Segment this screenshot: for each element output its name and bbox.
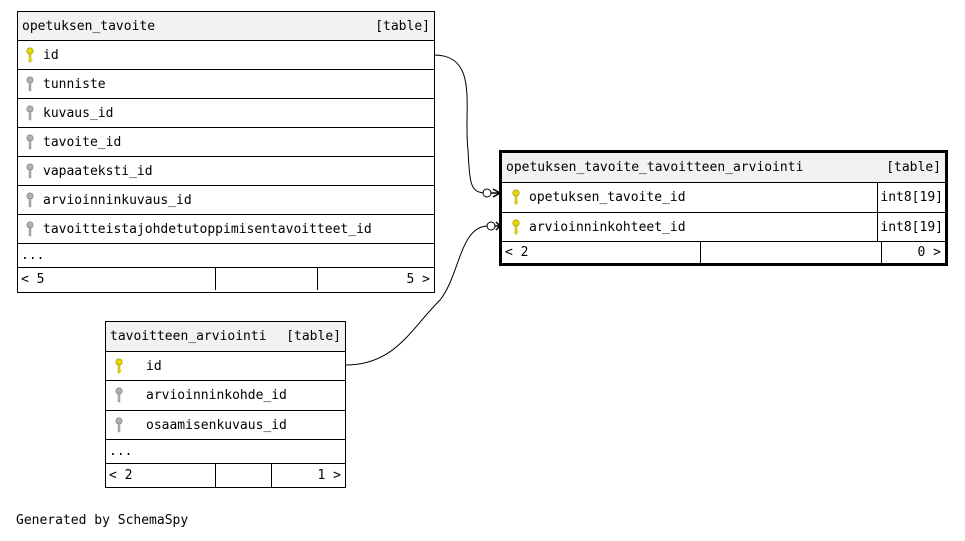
table-footer: < 2 0 > [502, 242, 945, 263]
primary-key-icon [512, 219, 520, 235]
column-name: tavoitteistajohdetutoppimisentavoitteet_… [43, 221, 372, 237]
key-icon [26, 221, 34, 237]
column-row[interactable]: arvioinninkohde_id [106, 381, 345, 411]
column-row[interactable]: tavoitteistajohdetutoppimisentavoitteet_… [18, 215, 434, 244]
column-name: id [43, 47, 59, 63]
column-name: tavoite_id [43, 134, 122, 150]
column-name: opetuksen_tavoite_id [529, 190, 686, 205]
relationship-optional-marker [482, 188, 492, 198]
column-row[interactable]: kuvaus_id [18, 99, 434, 128]
generated-by-note: Generated by SchemaSpy [16, 513, 189, 528]
parents-count[interactable]: < 2 [106, 464, 216, 487]
parents-count[interactable]: < 2 [502, 242, 701, 263]
table-tavoitteen-arviointi[interactable]: tavoitteen_arviointi [table] id arvioinn… [105, 321, 346, 488]
relationship-opetuksen-tavoite-to-join [433, 54, 488, 194]
column-name: kuvaus_id [43, 105, 114, 121]
key-icon [115, 387, 123, 403]
table-kind: [table] [886, 160, 941, 175]
column-name: vapaateksti_id [43, 163, 153, 179]
column-name: arvioinninkuvaus_id [43, 192, 192, 208]
primary-key-icon [115, 358, 123, 374]
column-type: int8[19] [877, 213, 945, 241]
table-name: tavoitteen_arviointi [110, 329, 267, 344]
key-icon [26, 105, 34, 121]
table-header: tavoitteen_arviointi [table] [106, 322, 345, 352]
key-icon [26, 76, 34, 92]
column-name: osaamisenkuvaus_id [146, 417, 287, 433]
table-header: opetuksen_tavoite_tavoitteen_arviointi [… [502, 153, 945, 183]
column-row[interactable]: arvioinninkuvaus_id [18, 186, 434, 215]
table-opetuksen-tavoite[interactable]: opetuksen_tavoite [table] id tunniste ku… [17, 11, 435, 293]
parents-count[interactable]: < 5 [18, 268, 216, 290]
column-row[interactable]: vapaateksti_id [18, 157, 434, 186]
column-name: tunniste [43, 76, 106, 92]
table-opetuksen-tavoite-tavoitteen-arviointi[interactable]: opetuksen_tavoite_tavoitteen_arviointi [… [499, 150, 948, 266]
relationship-optional-marker [486, 221, 496, 231]
more-columns-ellipsis[interactable]: ... [106, 440, 345, 464]
key-icon [115, 417, 123, 433]
column-name: arvioinninkohde_id [146, 388, 287, 403]
relationship-tavoitteen-arviointi-to-join [344, 225, 489, 366]
column-row[interactable]: osaamisenkuvaus_id [106, 411, 345, 440]
key-icon [26, 192, 34, 208]
column-row[interactable]: id [18, 41, 434, 70]
table-name: opetuksen_tavoite_tavoitteen_arviointi [506, 160, 804, 175]
table-header: opetuksen_tavoite [table] [18, 12, 434, 41]
key-icon [26, 163, 34, 179]
column-row[interactable]: tunniste [18, 70, 434, 99]
children-count[interactable]: 0 > [917, 245, 941, 260]
primary-key-icon [26, 47, 34, 63]
column-name: arvioinninkohteet_id [529, 219, 686, 235]
key-icon [26, 134, 34, 150]
primary-key-icon [512, 189, 520, 205]
column-row[interactable]: arvioinninkohteet_id int8[19] [502, 213, 945, 242]
footer-spacer [216, 464, 272, 487]
column-row[interactable]: tavoite_id [18, 128, 434, 157]
children-count[interactable]: 5 > [406, 271, 430, 287]
footer-spacer [216, 268, 318, 290]
table-name: opetuksen_tavoite [22, 18, 156, 34]
column-row[interactable]: opetuksen_tavoite_id int8[19] [502, 183, 945, 213]
table-kind: [table] [375, 18, 430, 34]
children-count[interactable]: 1 > [317, 468, 341, 483]
column-type: int8[19] [877, 183, 945, 212]
table-footer: < 2 1 > [106, 464, 345, 487]
more-columns-ellipsis[interactable]: ... [18, 244, 434, 268]
column-name: id [146, 358, 162, 374]
footer-spacer [701, 242, 882, 263]
table-footer: < 5 5 > [18, 268, 434, 290]
table-kind: [table] [286, 329, 341, 344]
column-row[interactable]: id [106, 352, 345, 381]
